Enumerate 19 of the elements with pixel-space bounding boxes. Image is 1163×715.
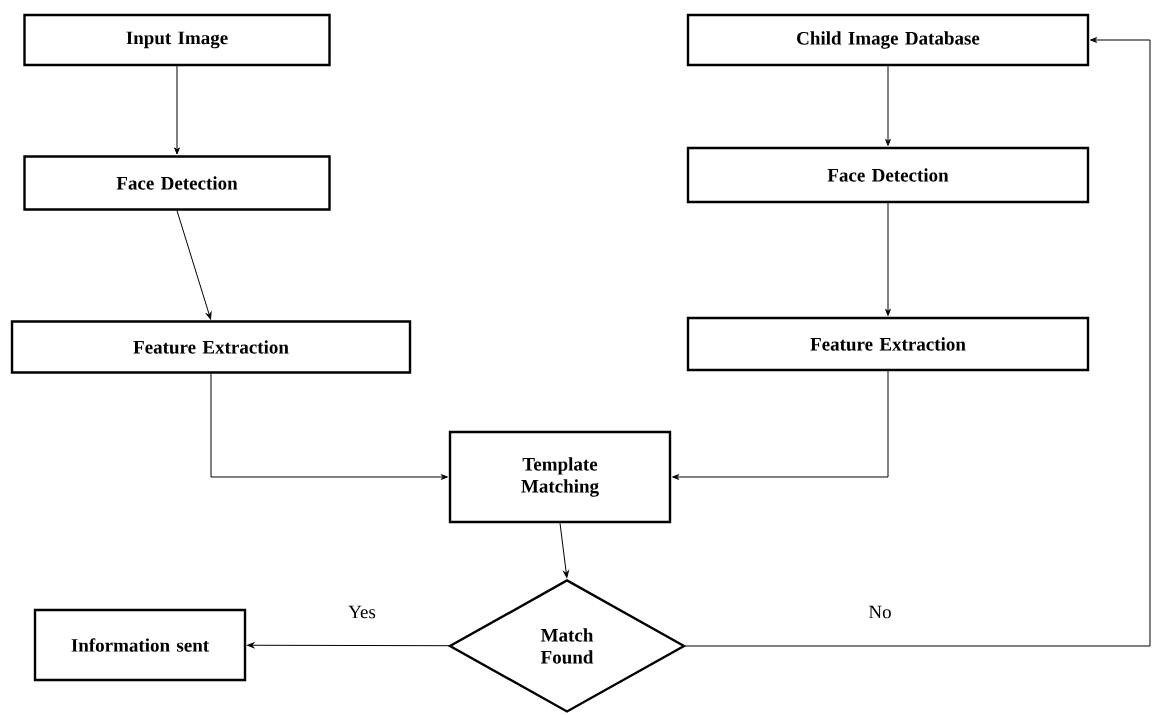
arrow bbox=[176, 210, 212, 320]
process-box: Feature Extraction bbox=[10, 320, 412, 374]
edge-label: No bbox=[866, 603, 894, 621]
arrow bbox=[672, 370, 889, 480]
edge-label: Yes bbox=[346, 603, 378, 621]
arrow bbox=[247, 642, 450, 649]
arrow bbox=[559, 522, 569, 578]
process-box: Input Image bbox=[23, 13, 331, 67]
arrow bbox=[174, 65, 180, 155]
process-box: Child Image Database bbox=[686, 13, 1090, 67]
process-box: Face Detection bbox=[686, 146, 1090, 204]
process-box: Face Detection bbox=[23, 155, 331, 211]
process-box: Template Matching bbox=[448, 430, 672, 524]
arrow bbox=[685, 37, 1151, 647]
process-box: Information sent bbox=[33, 608, 247, 682]
arrow bbox=[885, 202, 891, 316]
process-box: Feature Extraction bbox=[686, 316, 1090, 372]
arrow bbox=[885, 65, 891, 146]
arrow bbox=[210, 373, 448, 480]
